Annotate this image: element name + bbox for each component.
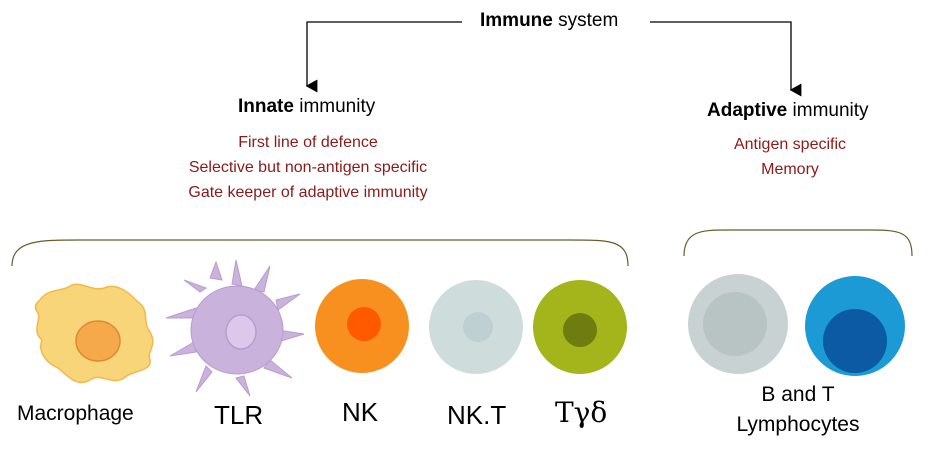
innate-immunity-title: Innate immunity xyxy=(238,96,375,118)
b-cell xyxy=(688,274,788,374)
bt-line-1: B and T xyxy=(761,383,835,406)
bt-lymphocytes-label: B and T Lymphocytes xyxy=(718,380,878,440)
adaptive-feature: Memory xyxy=(761,161,819,178)
tlr-cell xyxy=(165,259,305,397)
innate-feature: First line of defence xyxy=(238,134,378,151)
adaptive-brace xyxy=(683,229,913,257)
nkt-label: NK.T xyxy=(447,400,507,430)
adaptive-immunity-title-rest: immunity xyxy=(787,100,869,121)
immune-system-title-rest: system xyxy=(552,10,619,31)
nkt-cell xyxy=(429,280,523,374)
tgd-cell xyxy=(533,280,627,374)
innate-brace xyxy=(11,239,629,267)
macrophage-cell xyxy=(34,283,154,384)
adaptive-immunity-title-bold: Adaptive xyxy=(707,100,788,121)
tgd-label: Tγδ xyxy=(555,396,608,429)
adaptive-features: Antigen specific Memory xyxy=(700,132,880,182)
nk-cell xyxy=(315,279,409,373)
innate-immunity-title-bold: Innate xyxy=(238,96,294,117)
tlr-label: TLR xyxy=(214,400,264,430)
bt-line-2: Lymphocytes xyxy=(736,413,860,436)
immune-system-title-bold: Immune xyxy=(480,10,553,31)
connector-to-adaptive xyxy=(650,21,802,97)
connector-to-innate xyxy=(305,21,462,93)
innate-immunity-title-rest: immunity xyxy=(293,96,376,117)
innate-feature: Gate keeper of adaptive immunity xyxy=(188,184,428,201)
macrophage-label: Macrophage xyxy=(17,402,134,425)
adaptive-immunity-title: Adaptive immunity xyxy=(707,100,869,122)
adaptive-feature: Antigen specific xyxy=(733,136,847,153)
immune-system-title: Immune system xyxy=(480,10,618,32)
innate-features: First line of defence Selective but non-… xyxy=(158,130,458,205)
t-cell xyxy=(805,276,905,376)
innate-feature: Selective but non-antigen specific xyxy=(188,159,428,176)
nk-label: NK xyxy=(342,397,379,427)
